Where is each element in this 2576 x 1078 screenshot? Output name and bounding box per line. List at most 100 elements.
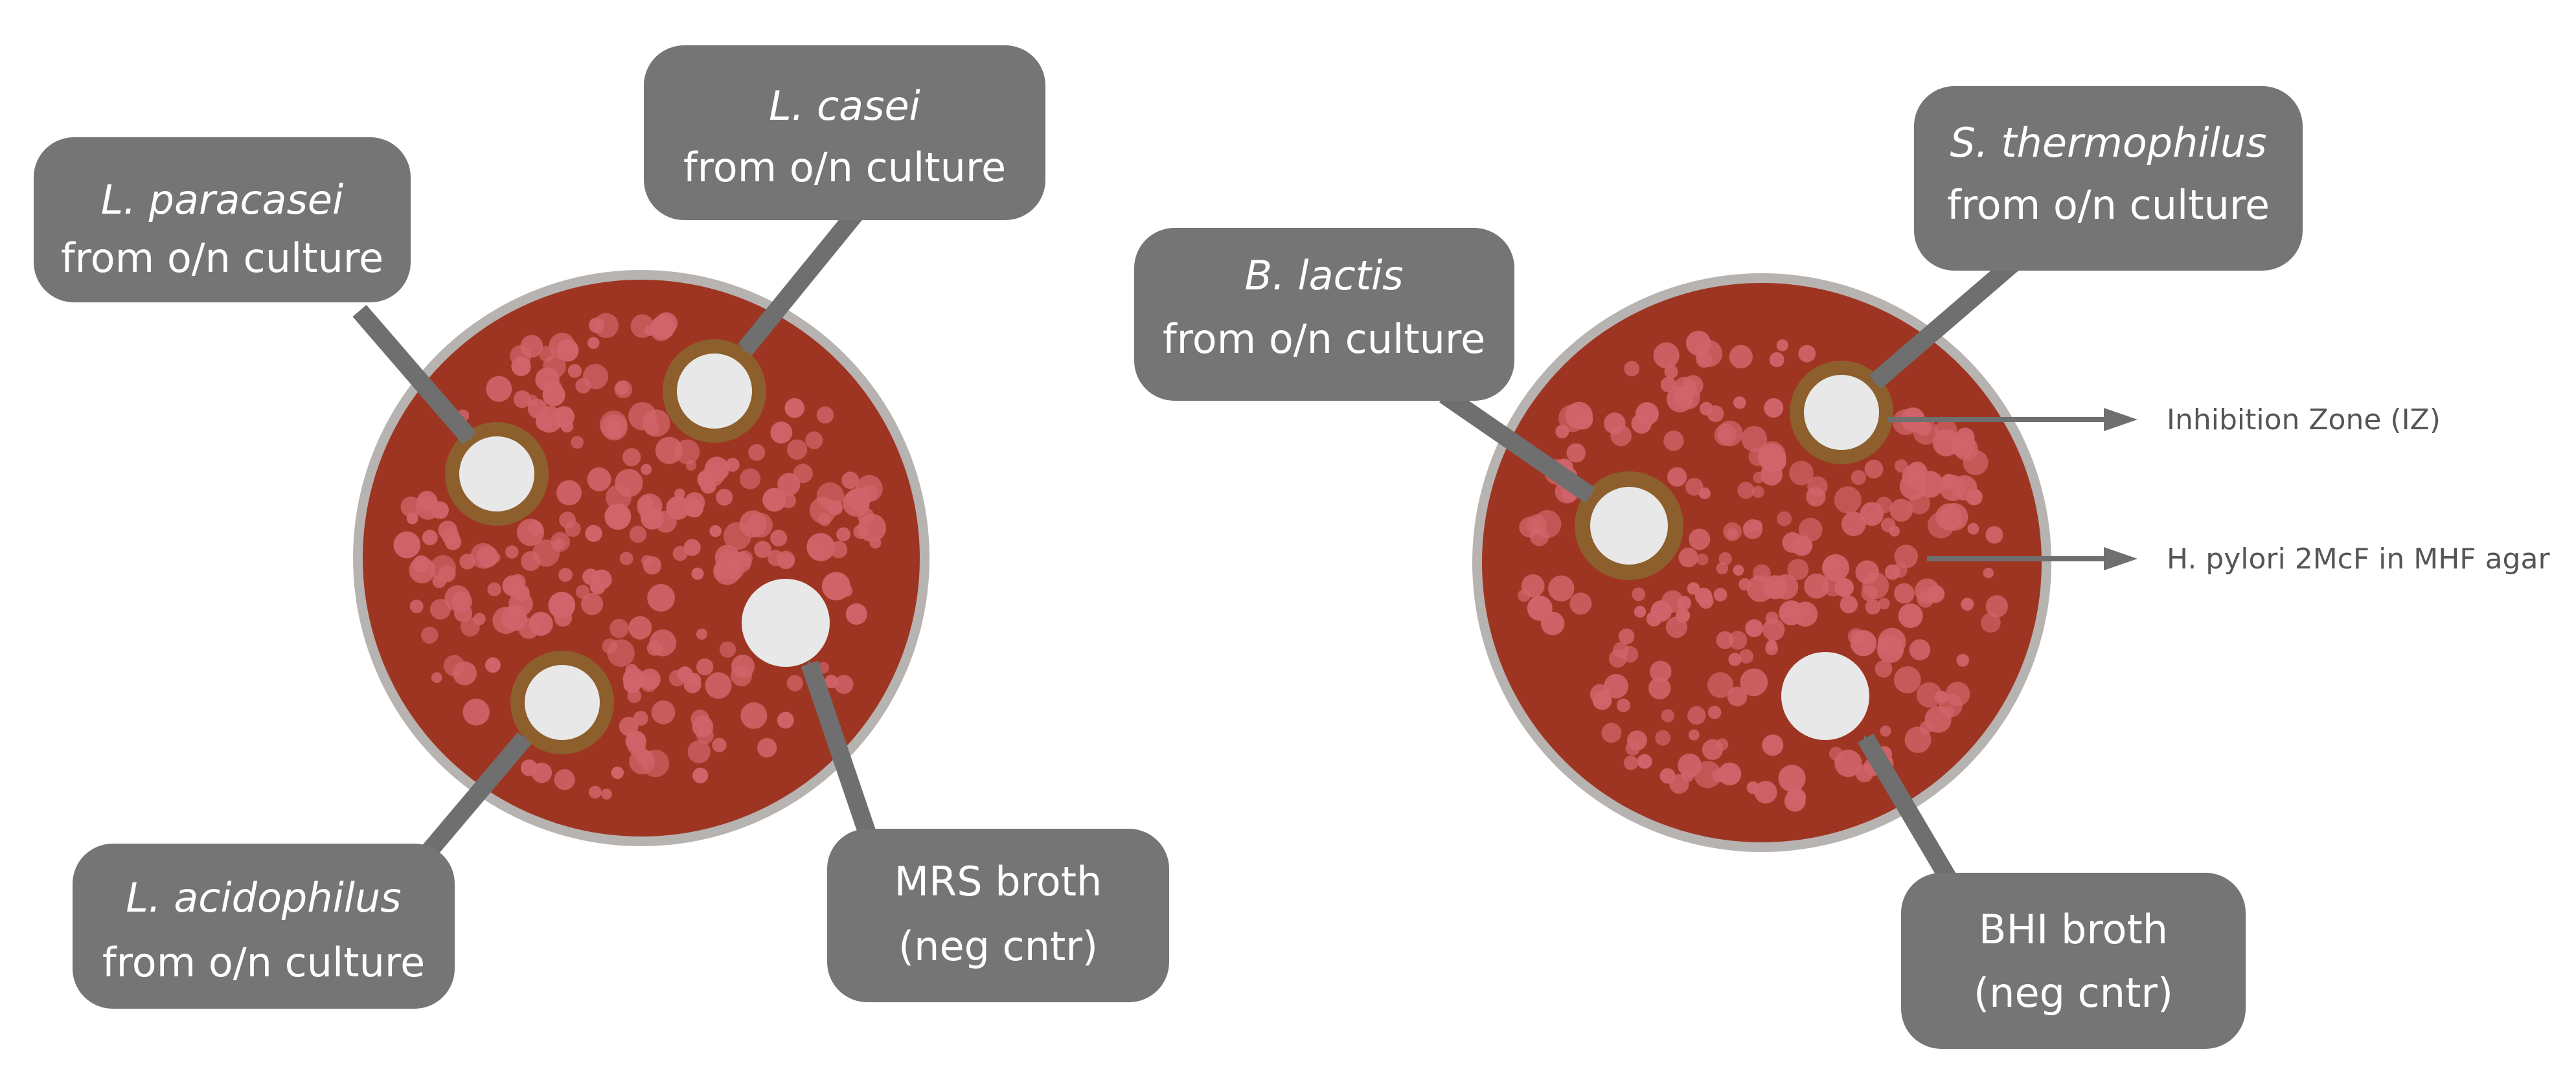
colony-dot (836, 527, 850, 542)
colony-dot (1714, 423, 1737, 446)
colony-dot (1659, 768, 1676, 784)
colony-dot (1862, 572, 1889, 600)
colony-dot (1733, 565, 1744, 576)
colony-dot (1851, 469, 1867, 486)
colony-dot (639, 668, 661, 690)
colony-dot (536, 405, 563, 433)
colony-dot (1676, 596, 1692, 611)
colony-dot (683, 539, 701, 556)
colony-dot (1875, 660, 1893, 678)
callout-primary-text: MRS broth (895, 858, 1102, 905)
right-well-lactis (1575, 471, 1683, 580)
colony-dot (623, 675, 641, 693)
colony-dot (532, 539, 560, 567)
colony-dot (1566, 443, 1586, 463)
colony-dot (1601, 723, 1622, 743)
colony-dot (1967, 522, 1979, 535)
colony-dot (1729, 344, 1753, 369)
callout-pointers (352, 205, 2021, 886)
colony-dot (581, 593, 604, 616)
colony-dot (1569, 592, 1592, 615)
colony-dot (736, 550, 753, 567)
colony-dot (1983, 567, 1994, 579)
colony-dot (696, 628, 708, 640)
colony-dot (1752, 486, 1764, 499)
callout-secondary-text: from o/n culture (61, 234, 383, 282)
colony-dot (1655, 730, 1671, 746)
colony-dot (431, 672, 442, 683)
colony-dot (712, 737, 727, 752)
callout-acidophilus: L. acidophilus from o/n culture (73, 844, 455, 1009)
colony-dot (1798, 344, 1816, 363)
colony-dot (757, 737, 777, 758)
colony-dot (1738, 649, 1753, 664)
side-arrows (1888, 408, 2137, 570)
colony-dot (1631, 413, 1652, 434)
colony-dot (602, 638, 618, 655)
colony-dot (861, 485, 878, 502)
colony-dot (718, 548, 736, 567)
colony-dot (1913, 420, 1939, 445)
callout-secondary-text: from o/n culture (1163, 315, 1485, 363)
colony-dot (1661, 709, 1674, 723)
colony-dot (647, 584, 675, 612)
colony-dot (1707, 672, 1733, 699)
colony-dot (542, 383, 565, 407)
colony-dot (740, 702, 768, 729)
colony-dot (1718, 552, 1732, 566)
colony-dot (1804, 573, 1830, 599)
colony-dot (1765, 642, 1779, 655)
colony-dot (1784, 790, 1806, 812)
colony-dot (400, 496, 422, 517)
colony-dot (1840, 596, 1858, 614)
colony-dot (1885, 564, 1900, 580)
colony-dot (1698, 593, 1714, 609)
colony-dot (601, 414, 628, 441)
colony-dot (1769, 352, 1784, 367)
colony-dot (575, 377, 591, 394)
colony-dot (1702, 739, 1724, 760)
colony-dot (1773, 574, 1799, 600)
colony-dot (625, 730, 646, 752)
colony-dot (1685, 330, 1711, 356)
colony-dot (827, 500, 843, 515)
colony-dot (1681, 770, 1694, 782)
right-plate-colonies (1518, 330, 2008, 812)
left-well-mrs (742, 579, 830, 667)
colony-dot (845, 603, 867, 625)
colony-dot (1778, 765, 1806, 792)
callout-secondary-text: from o/n culture (102, 939, 425, 986)
callout-secondary-text: (neg cntr) (1974, 969, 2173, 1016)
callout-paracasei: L. paracasei from o/n culture (34, 137, 411, 302)
colony-dot (1624, 361, 1640, 377)
colony-dot (762, 488, 786, 512)
colony-dot (1894, 583, 1915, 604)
colony-dot (554, 769, 575, 791)
colony-dot (786, 439, 808, 460)
colony-dot (1928, 511, 1954, 539)
colony-dot (587, 467, 611, 491)
pointer-thermophilus (1869, 255, 2021, 389)
colony-dot (1648, 677, 1671, 700)
colony-dot (1950, 432, 1976, 458)
colony-dot (747, 513, 773, 538)
colony-dot (422, 530, 438, 546)
colony-dot (1687, 706, 1706, 725)
colony-dot (1777, 511, 1792, 526)
colony-dot (1540, 611, 1565, 636)
colony-dot (818, 513, 832, 526)
colony-dot (1637, 754, 1652, 769)
callout-casei: L. casei from o/n culture (644, 45, 1045, 220)
colony-dot (1663, 431, 1684, 451)
colony-dot (1935, 419, 1957, 442)
colony-dot (1676, 385, 1700, 410)
colony-dot (1696, 554, 1709, 566)
colony-dot (1834, 578, 1854, 598)
left-well-acidophilus (510, 651, 614, 754)
right-well-bhi (1781, 652, 1869, 740)
colony-dot (453, 661, 477, 686)
colony-dot (610, 618, 629, 638)
well (677, 354, 752, 429)
colony-dot (1716, 631, 1734, 649)
colony-dot (690, 710, 710, 728)
